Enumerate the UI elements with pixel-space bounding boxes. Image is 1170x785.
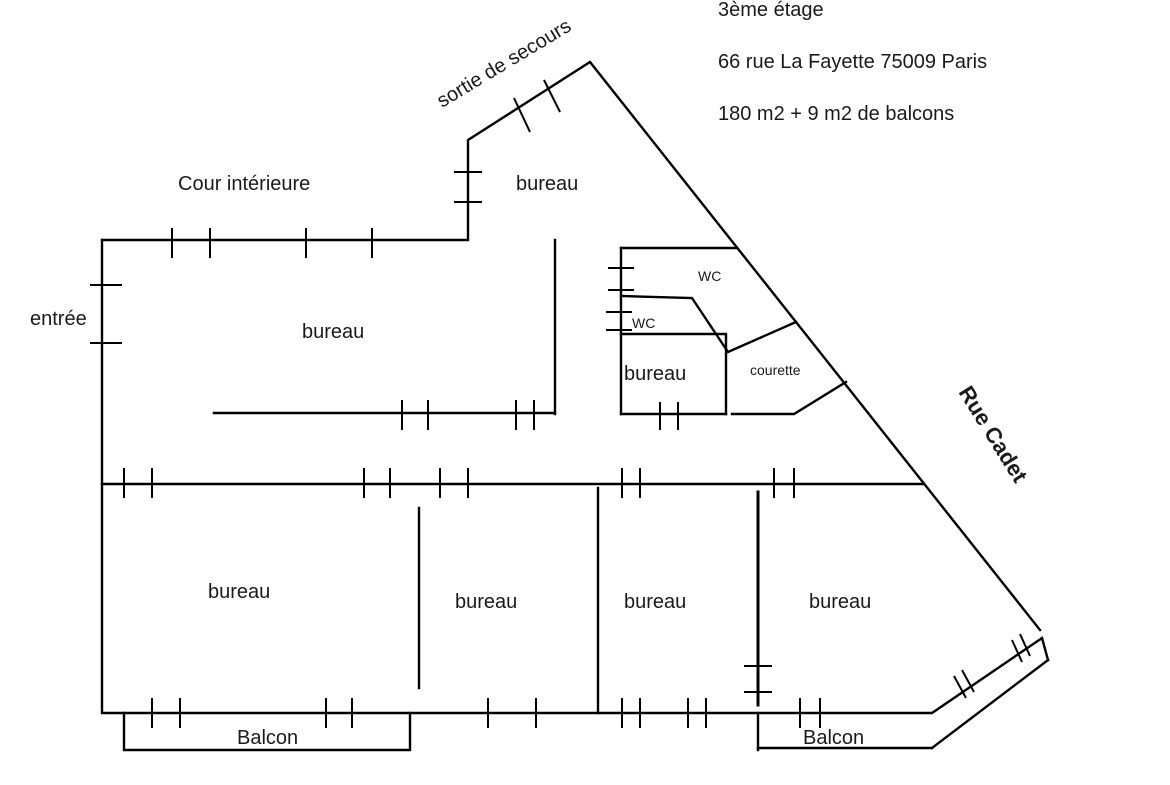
entrance-label: entrée	[30, 308, 87, 330]
room-label: bureau	[455, 591, 517, 613]
balcony-label: Balcon	[237, 727, 298, 749]
room-label: bureau	[516, 173, 578, 195]
area-label: 180 m2 + 9 m2 de balcons	[718, 103, 954, 125]
wc-label: WC	[632, 315, 655, 331]
outer-walls	[100, 60, 1050, 752]
room-label: bureau	[208, 581, 270, 603]
courtyard-label: Cour intérieure	[178, 173, 310, 195]
address-label: 66 rue La Fayette 75009 Paris	[718, 51, 987, 73]
room-label: bureau	[302, 321, 364, 343]
room-label: bureau	[624, 363, 686, 385]
courette-label: courette	[750, 362, 801, 378]
balcony-label: Balcon	[803, 727, 864, 749]
room-label: bureau	[624, 591, 686, 613]
street-label: Rue Cadet	[954, 381, 1033, 487]
room-label: bureau	[809, 591, 871, 613]
door-ticks	[90, 79, 1031, 728]
interior-walls	[100, 238, 926, 715]
floor-label: 3ème étage	[718, 0, 824, 21]
wc-label: WC	[698, 268, 721, 284]
